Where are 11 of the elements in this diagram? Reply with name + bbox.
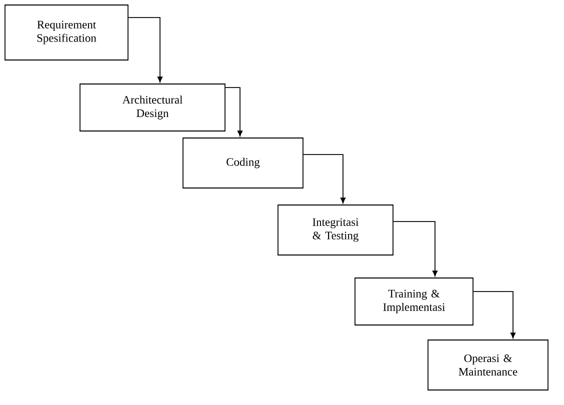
arrow — [473, 291, 516, 338]
process-box: Training & Implementasi — [354, 278, 474, 326]
process-box: Operasi & Maintenance — [428, 340, 548, 390]
process-box: Architectural Design — [80, 84, 226, 132]
arrow — [225, 87, 243, 136]
process-box: Integritasi & Testing — [278, 204, 394, 256]
arrow — [128, 17, 163, 82]
process-box: Requirement Spesification — [4, 4, 128, 60]
arrow — [303, 154, 346, 204]
process-box: Coding — [182, 138, 304, 188]
arrow — [393, 221, 438, 276]
